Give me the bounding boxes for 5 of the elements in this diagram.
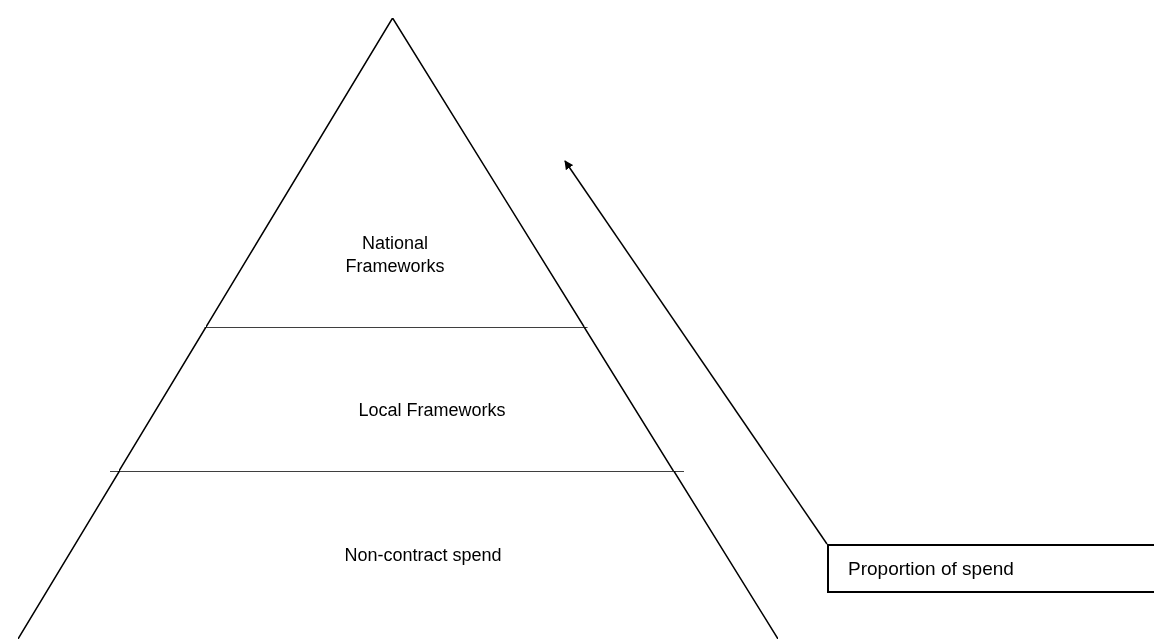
section-label: National Frameworks: [344, 232, 446, 279]
label-box: [827, 544, 1154, 593]
section-label: Local Frameworks: [357, 399, 507, 422]
section-label: Proportion of spend: [848, 559, 1014, 580]
section-label: Non-contract spend: [343, 544, 503, 567]
